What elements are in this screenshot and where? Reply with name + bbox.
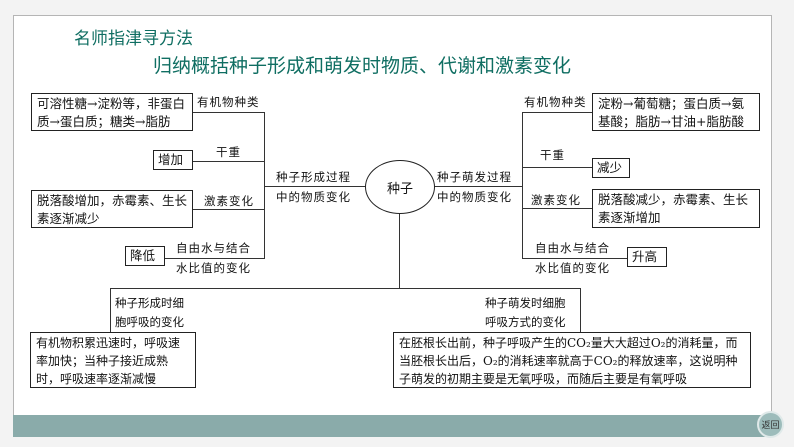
germination-branch-label: 种子萌发过程 [437,170,512,184]
formation-branch-label: 种子形成过程 [276,170,351,184]
seed-node: 种子 [365,160,435,214]
germination-organic-box: 淀粉→葡萄糖；蛋白质→氨基酸；脂肪→甘油+脂肪酸 [592,93,760,131]
page-title: 归纳概括种子形成和萌发时物质、代谢和激素变化 [153,55,572,77]
germination-water-label-2: 水比值的变化 [535,261,610,275]
germination-water-label: 自由水与结合 [535,241,610,255]
connector [110,288,111,332]
seed-label: 种子 [386,181,413,197]
return-label: 返回 [761,421,780,431]
connector [193,209,264,210]
connector [522,208,592,209]
connector [193,161,264,162]
formation-resp-box: 有机物积累迅速时，呼吸速率加快；当种子接近成熟时，呼吸速率逐渐减慢 [30,332,196,388]
connector [110,288,581,289]
germination-water-box: 升高 [627,247,667,267]
connector [432,186,522,187]
connector [264,112,265,259]
connector [264,186,366,187]
formation-resp-label-2: 胞呼吸的变化 [115,315,184,329]
connector [399,212,400,289]
formation-water-label-2: 水比值的变化 [176,261,251,275]
formation-resp-label: 种子形成时细 [115,296,184,310]
connector [522,112,523,259]
germination-weight-label: 干重 [540,148,565,162]
germination-resp-label: 种子萌发时细胞 [485,296,566,310]
formation-organic-box: 可溶性糖→淀粉等，非蛋白质→蛋白质；糖类→脂肪 [31,93,193,131]
germination-hormone-label: 激素变化 [531,193,581,207]
connector [522,167,592,168]
section-heading: 名师指津寻方法 [74,29,193,49]
return-button[interactable]: 返回 [757,411,784,438]
connector [580,288,581,332]
connector [522,112,592,113]
footer-bar [13,415,771,437]
connector [193,112,264,113]
formation-weight-label: 干重 [216,145,241,159]
germination-branch-label-2: 中的物质变化 [437,190,512,204]
formation-branch-label-2: 中的物质变化 [276,190,351,204]
germination-resp-label-2: 呼吸方式的变化 [485,315,566,329]
connector [165,258,264,259]
formation-water-box: 降低 [125,246,165,266]
formation-water-label: 自由水与结合 [176,241,251,255]
germination-hormone-box: 脱落酸减少，赤霉素、生长素逐渐增加 [592,189,760,228]
germination-weight-box: 减少 [592,158,630,178]
connector [522,258,627,259]
formation-hormone-box: 脱落酸增加，赤霉素、生长素逐渐减少 [31,190,193,228]
formation-weight-box: 增加 [153,150,193,170]
formation-organic-label: 有机物种类 [197,95,260,109]
germination-resp-box: 在胚根长出前，种子呼吸产生的CO₂量大大超过O₂的消耗量，而当胚根长出后，O₂的… [393,332,751,388]
germination-organic-label: 有机物种类 [524,95,587,109]
formation-hormone-label: 激素变化 [204,194,254,208]
